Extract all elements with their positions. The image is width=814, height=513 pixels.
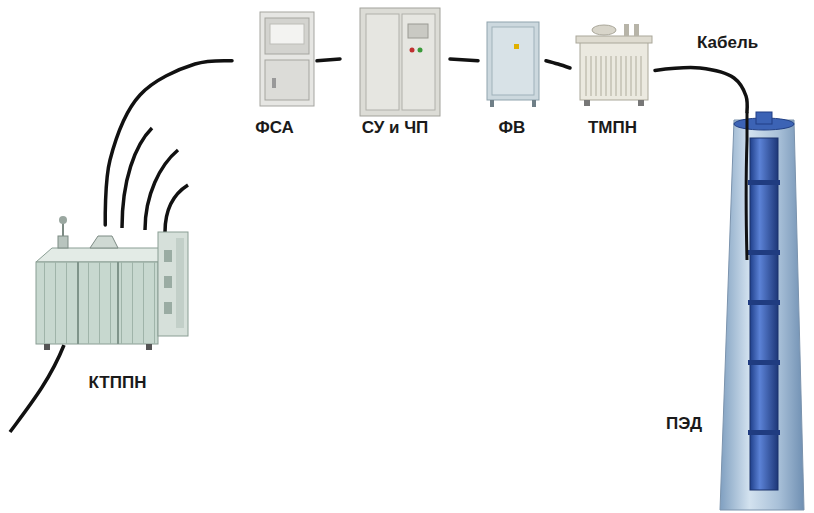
power-cable	[655, 68, 747, 112]
fv-cabinet: ФВ	[478, 18, 546, 140]
equipment-label: СУ и ЧП	[362, 118, 429, 138]
substation-illustration	[10, 128, 188, 432]
power-cable	[450, 59, 478, 61]
fins	[584, 56, 644, 96]
power-cable	[317, 59, 340, 61]
window	[164, 302, 172, 314]
fv-cabinet-illustration	[487, 22, 539, 107]
cabinet	[487, 22, 539, 100]
lower-panel	[265, 60, 309, 100]
handle	[272, 78, 276, 88]
tower	[158, 232, 188, 336]
transformer: ТМПН	[570, 20, 655, 140]
upper-panel	[265, 18, 309, 54]
transformer-top	[90, 236, 118, 248]
tank	[580, 42, 648, 100]
cabinet	[260, 12, 314, 106]
downhole-cable	[745, 112, 749, 260]
seam	[117, 262, 119, 344]
door	[402, 14, 435, 110]
submersible-motor: ПЭД	[662, 112, 808, 508]
joint	[748, 300, 780, 305]
joint	[748, 180, 780, 185]
leg	[532, 100, 536, 107]
seam	[77, 262, 79, 344]
cable	[165, 185, 188, 232]
cabinet	[360, 8, 440, 116]
door	[366, 14, 399, 110]
cable-label: Кабель	[697, 33, 758, 53]
casing	[720, 120, 804, 510]
leg	[490, 100, 494, 107]
column	[176, 238, 184, 328]
control-station-illustration	[360, 8, 440, 116]
panel-lines	[36, 262, 158, 344]
equipment-label: ПЭД	[666, 414, 702, 434]
lid	[576, 36, 652, 43]
joint	[748, 430, 780, 435]
foot	[44, 344, 50, 350]
cable	[145, 150, 178, 230]
conservator	[592, 25, 616, 35]
insulator-cap	[59, 216, 67, 224]
equipment-label: ТМПН	[588, 118, 637, 138]
sign	[514, 44, 519, 49]
housing	[36, 262, 158, 344]
lamp	[418, 48, 423, 53]
equipment-label: КТППН	[89, 373, 147, 393]
bushing	[634, 24, 639, 36]
fsa-cabinet-illustration	[260, 12, 314, 106]
foot	[146, 344, 152, 350]
lamp	[410, 48, 415, 53]
motor	[750, 138, 778, 490]
insulator	[58, 236, 68, 248]
incoming-cable	[10, 345, 64, 432]
insulator-rod	[62, 222, 64, 236]
window	[270, 24, 304, 44]
control-station: СУ и ЧП	[340, 5, 450, 140]
foot	[584, 100, 590, 106]
fsa-cabinet: ФСА	[232, 8, 317, 140]
window	[164, 276, 172, 288]
equipment-label: ФВ	[499, 118, 526, 138]
substation: КТППН	[30, 225, 205, 395]
joint	[748, 250, 780, 255]
window	[164, 250, 172, 262]
equipment-label: ФСА	[255, 118, 294, 138]
well-illustration	[720, 112, 804, 510]
power-cable	[546, 61, 570, 68]
display	[408, 24, 428, 38]
foot	[638, 100, 644, 106]
power-cable	[105, 61, 232, 225]
door	[492, 27, 534, 95]
transformer-illustration	[576, 24, 652, 106]
bushing	[624, 24, 629, 36]
roof	[36, 248, 168, 262]
wellhead	[756, 112, 772, 124]
joint	[748, 360, 780, 365]
